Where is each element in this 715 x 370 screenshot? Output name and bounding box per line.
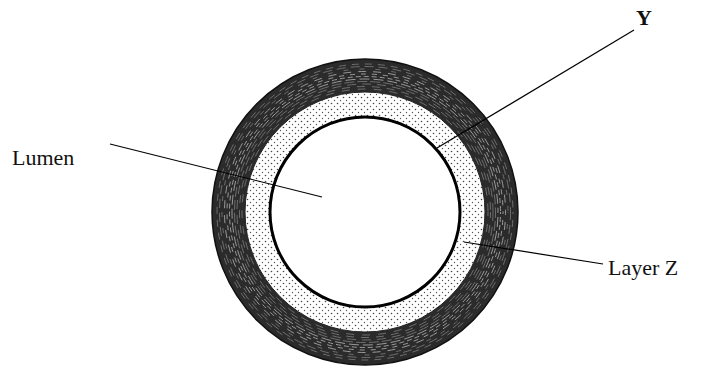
part-label: Y (636, 6, 652, 30)
middle-layer (245, 92, 485, 332)
texture-streak (230, 77, 501, 348)
texture-streak (220, 67, 511, 358)
part-label: Layer Z (608, 256, 678, 280)
outer-layer-texture (217, 64, 513, 360)
texture-streak (217, 64, 513, 360)
texture-streak (222, 69, 508, 355)
middle-layer-ground (245, 92, 485, 332)
texture-streak (225, 72, 506, 353)
texture-streak (232, 79, 498, 345)
texture-streak (240, 87, 491, 338)
part-label: Lumen (12, 146, 74, 170)
leader-line (110, 144, 322, 197)
texture-streak (227, 74, 503, 350)
texture-streak (242, 89, 488, 335)
leader-line (437, 30, 634, 148)
texture-streak (235, 82, 496, 343)
texture-streak (237, 84, 493, 340)
leader-line (464, 242, 603, 264)
outer-layer (212, 59, 518, 365)
inner-lining (270, 117, 460, 307)
